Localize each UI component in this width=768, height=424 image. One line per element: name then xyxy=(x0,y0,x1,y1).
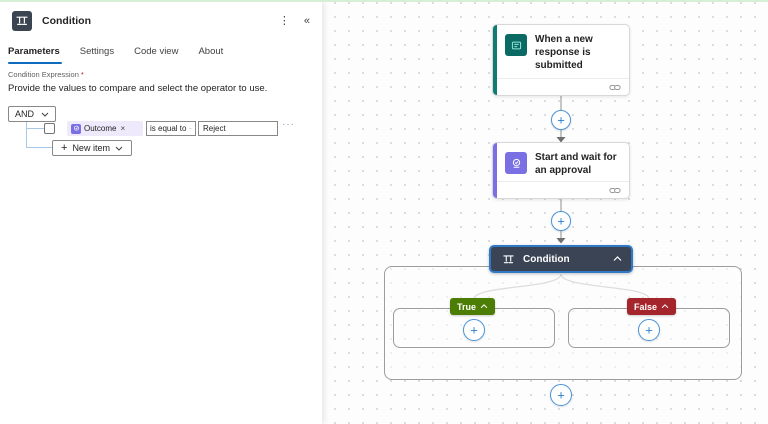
row-more-commands[interactable]: ··· xyxy=(282,119,295,130)
insert-action-button[interactable]: + xyxy=(551,110,571,130)
collapse-chevron-up-icon[interactable] xyxy=(613,256,622,262)
condition-expression-description: Provide the values to compare and select… xyxy=(8,83,268,94)
condition-icon xyxy=(12,11,32,31)
tab-code-view[interactable]: Code view xyxy=(134,46,179,57)
panel-title: Condition xyxy=(42,15,91,27)
tab-about[interactable]: About xyxy=(198,46,224,57)
tab-settings[interactable]: Settings xyxy=(79,46,115,57)
condition-builder: AND Outcome × is xyxy=(8,106,314,176)
false-branch-badge[interactable]: False xyxy=(627,298,677,315)
forms-connector-icon xyxy=(505,34,527,56)
node-title: Start and wait for an approval xyxy=(535,152,617,176)
panel-tabs: Parameters Settings Code view About xyxy=(0,41,322,64)
approval-accent-stripe xyxy=(493,143,497,198)
token-label: Outcome xyxy=(84,124,117,133)
remove-token-icon[interactable]: × xyxy=(120,124,126,133)
approvals-token-icon xyxy=(71,123,81,134)
connection-link-icon[interactable] xyxy=(609,186,621,195)
collapse-chevron-up-icon xyxy=(661,304,669,309)
action-node-start-and-wait-for-an-approval[interactable]: Start and wait for an approval xyxy=(492,142,630,199)
add-action-true-branch-button[interactable]: + xyxy=(463,319,485,341)
approvals-connector-icon xyxy=(505,152,527,174)
true-branch-badge[interactable]: True xyxy=(450,298,496,315)
node-title: Condition xyxy=(523,253,570,265)
collapse-panel-icon[interactable]: « xyxy=(303,14,310,27)
trigger-accent-stripe xyxy=(493,25,497,95)
operand-two-input[interactable] xyxy=(198,121,278,136)
plus-icon: + xyxy=(61,141,68,154)
tree-line xyxy=(26,122,27,147)
group-operator-dropdown[interactable]: AND xyxy=(8,106,57,122)
chevron-down-icon xyxy=(189,127,192,130)
operand-one-field[interactable]: Outcome × xyxy=(67,121,143,136)
new-item-button[interactable]: + New item xyxy=(52,140,132,156)
comparison-operator-dropdown[interactable]: is equal to xyxy=(146,121,196,136)
collapse-chevron-up-icon xyxy=(480,304,488,309)
parameters-section: Condition Expression* Provide the values… xyxy=(0,64,322,176)
chevron-down-icon xyxy=(41,112,49,117)
insert-action-button[interactable]: + xyxy=(551,211,571,231)
required-asterisk: * xyxy=(80,70,84,79)
insert-action-button[interactable]: + xyxy=(550,384,572,406)
condition-expression-label: Condition Expression* xyxy=(8,70,84,79)
condition-icon xyxy=(503,254,514,263)
panel-header-actions: ⋮ « xyxy=(277,14,312,29)
add-action-false-branch-button[interactable]: + xyxy=(638,319,660,341)
flow-canvas[interactable]: When a new response is submitted + Start… xyxy=(322,2,768,424)
top-accent-strip xyxy=(0,0,768,2)
tab-parameters[interactable]: Parameters xyxy=(8,41,70,64)
condition-node-selected[interactable]: Condition xyxy=(489,245,633,273)
tree-line xyxy=(26,128,44,129)
trigger-node-when-a-new-response-is-submitted[interactable]: When a new response is submitted xyxy=(492,24,630,96)
more-options-icon[interactable]: ⋮ xyxy=(278,14,290,27)
outcome-token-chip[interactable]: Outcome × xyxy=(67,121,143,136)
chevron-down-icon xyxy=(115,146,123,151)
node-title: When a new response is submitted xyxy=(535,34,593,71)
condition-scope-container xyxy=(384,266,742,380)
tree-line xyxy=(26,147,52,148)
connection-link-icon[interactable] xyxy=(609,83,621,92)
condition-row-checkbox[interactable] xyxy=(44,123,55,134)
condition-properties-panel: Condition ⋮ « Parameters Settings Code v… xyxy=(0,2,322,424)
panel-header: Condition ⋮ « xyxy=(0,2,322,31)
